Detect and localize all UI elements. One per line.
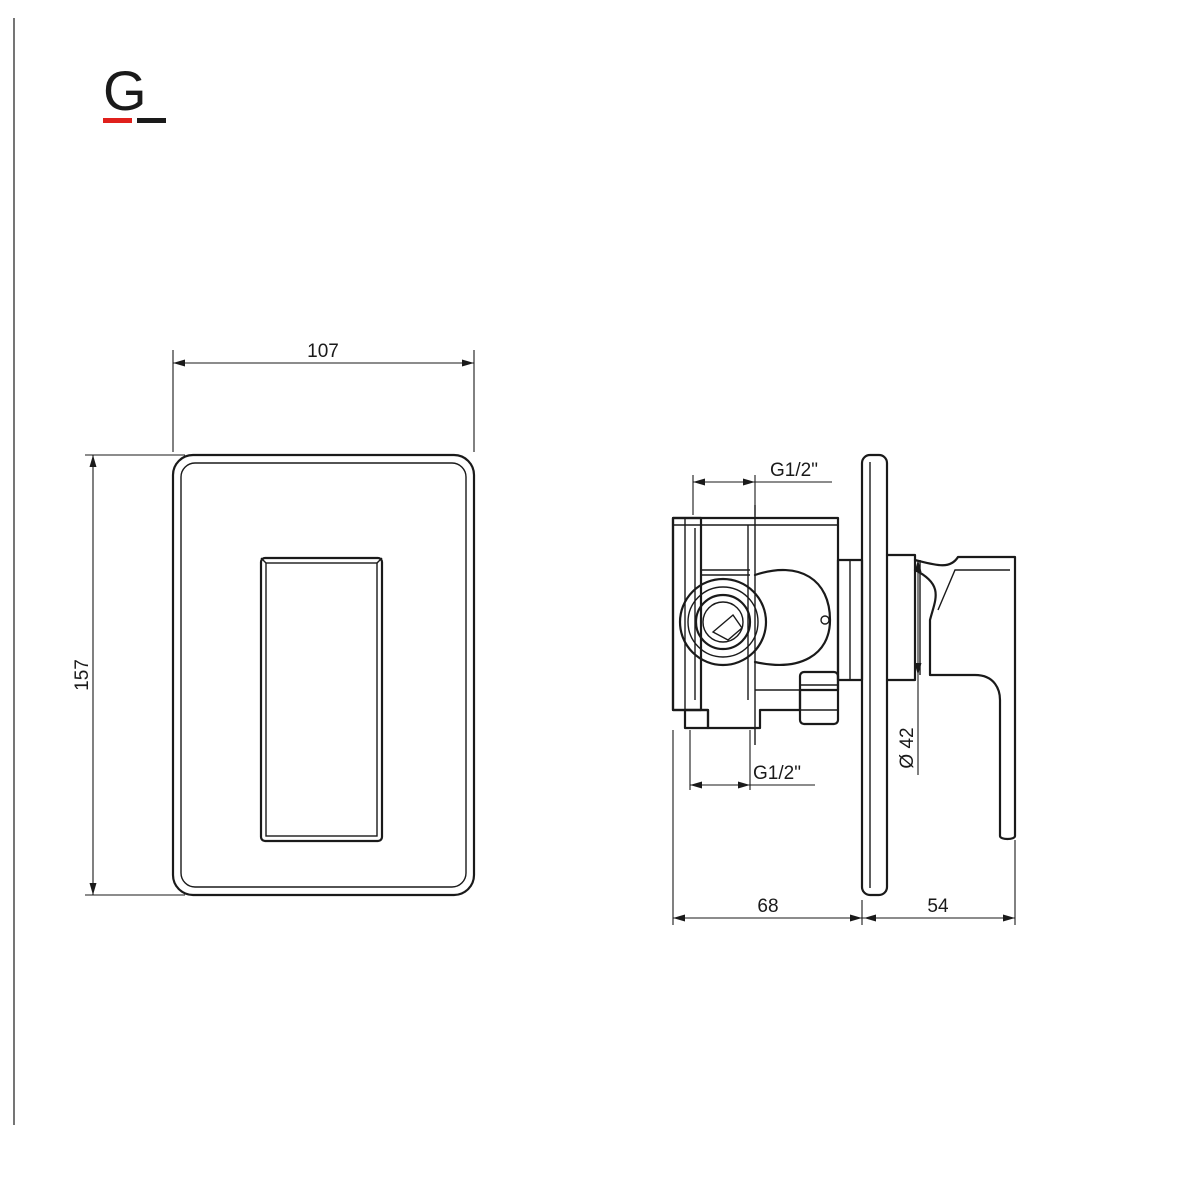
front-plate-outer: [171, 453, 476, 897]
height-label: 157: [72, 659, 93, 691]
side-handle: [885, 553, 1017, 841]
diameter-dimension: Ø 42: [897, 560, 922, 775]
front-handle-outer: [259, 556, 384, 843]
diameter-label: Ø 42: [897, 727, 918, 768]
bottom-thread-label: G1/2": [753, 763, 801, 784]
top-thread-dimension: G1/2": [692, 460, 832, 515]
width-dimension: 107: [172, 341, 475, 452]
bottom-thread-dimension: G1/2": [689, 730, 815, 790]
top-thread-label: G1/2": [770, 460, 818, 481]
brand-logo: G: [103, 59, 166, 123]
handle-depth-label: 54: [927, 896, 949, 917]
valve-body: [671, 505, 864, 745]
depth-dimensions: 68 54: [672, 730, 1016, 925]
side-view: G1/2" G1/2" Ø 42 68: [671, 453, 1017, 925]
logo-red-bar: [103, 118, 132, 123]
width-label: 107: [307, 341, 339, 362]
body-depth-label: 68: [757, 896, 778, 917]
front-handle-inner: [265, 562, 378, 837]
logo-dark-bar: [137, 118, 166, 123]
side-plate: [860, 453, 889, 897]
front-view: 107 157: [72, 341, 476, 897]
front-plate-inner: [180, 462, 467, 888]
height-dimension: 157: [72, 454, 185, 896]
logo-letter: G: [103, 59, 147, 122]
